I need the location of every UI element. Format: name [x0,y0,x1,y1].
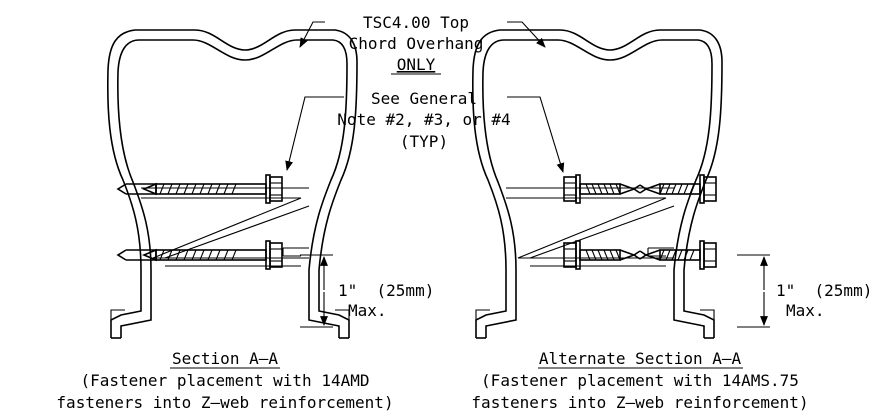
left-caption-line3: fasteners into Z–web reinforcement) [56,393,393,412]
overhang-leader-left [299,21,325,48]
right-caption-title: Alternate Section A–A [539,349,742,368]
left-dimension-value: 1" (25mm) [338,281,434,300]
right-screw-lower-left [563,240,641,270]
note-callout-line2: Note #2, #3, or #4 [337,110,510,129]
right-screw-upper-right [639,174,717,204]
right-screw-upper-left [563,174,641,204]
left-screw-upper [117,174,283,204]
note-leader-right [507,96,565,173]
left-caption-line2: (Fastener placement with 14AMD [81,371,370,390]
right-caption-line3: fasteners into Z–web reinforcement) [471,393,808,412]
note-leader-left [285,96,344,171]
overhang-callout-line1: TSC4.00 Top [363,13,469,32]
note-callout-line1: See General [371,89,477,108]
overhang-leader-right [507,21,546,48]
right-dimension-max: Max. [786,301,825,320]
overhang-callout-line3: ONLY [397,55,436,74]
left-caption-title: Section A–A [172,349,278,368]
overhang-callout-line2: Chord Overhang [349,34,484,53]
right-dimension-value: 1" (25mm) [776,281,872,300]
right-dimension [737,254,770,328]
left-dimension [300,254,333,328]
note-callout-line3: (TYP) [400,132,448,151]
left-dimension-max: Max. [348,301,387,320]
right-screw-lower-right [639,240,717,270]
right-caption-line2: (Fastener placement with 14AMS.75 [481,371,799,390]
